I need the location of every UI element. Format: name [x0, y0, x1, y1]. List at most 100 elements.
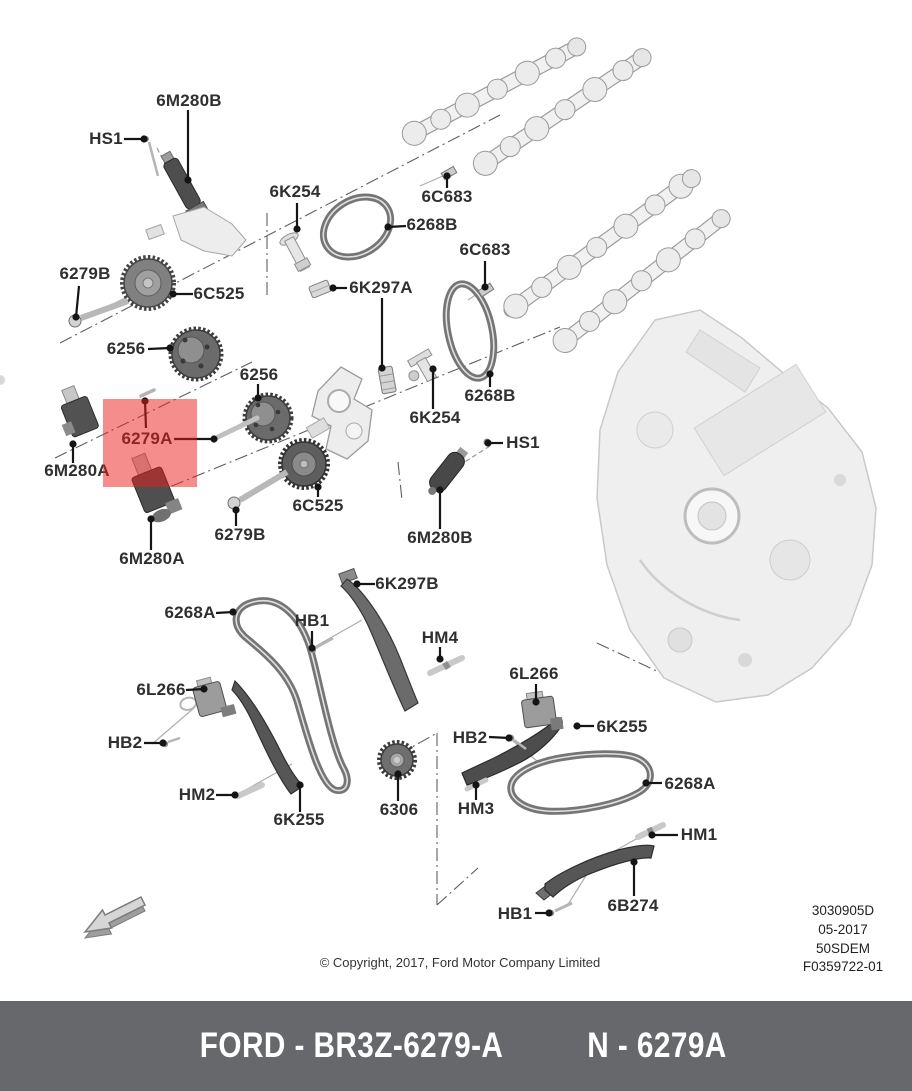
solenoid-6M280A-left — [60, 384, 99, 438]
engine-block-illustration — [0, 309, 877, 703]
part-label-6279b[interactable]: 6279B — [59, 264, 111, 283]
leader-dot — [169, 290, 177, 298]
dowel-pin-HM4 — [427, 655, 465, 676]
part-label-hs1[interactable]: HS1 — [506, 433, 540, 452]
part-label-6k255[interactable]: 6K255 — [596, 717, 648, 736]
leader-dot — [72, 313, 80, 321]
leader-lines-layer — [69, 110, 678, 917]
part-label-6m280b[interactable]: 6M280B — [407, 528, 473, 547]
leader-dot — [573, 722, 581, 730]
leader-dot — [378, 364, 386, 372]
vct-phaser-6256-lower — [242, 392, 294, 444]
part-label-6l266[interactable]: 6L266 — [509, 664, 559, 683]
part-label-hs1[interactable]: HS1 — [89, 129, 123, 148]
leader-dot — [293, 225, 301, 233]
part-label-6m280b[interactable]: 6M280B — [156, 91, 222, 110]
leader-line — [143, 400, 148, 429]
part-label-6m280a[interactable]: 6M280A — [119, 549, 185, 568]
part-label-6256[interactable]: 6256 — [106, 339, 146, 358]
part-label-6k297a[interactable]: 6K297A — [349, 278, 413, 297]
cam-carrier-bracket — [305, 366, 373, 460]
part-label-hb1[interactable]: HB1 — [294, 611, 330, 630]
part-label-6c525[interactable]: 6C525 — [193, 284, 245, 303]
part-label-6306[interactable]: 6306 — [379, 800, 419, 819]
part-label-6c525[interactable]: 6C525 — [292, 496, 344, 515]
dowel-pin-HM2 — [235, 782, 265, 799]
leader-dot — [308, 644, 316, 652]
part-label-hb1[interactable]: HB1 — [497, 904, 533, 923]
leader-dot — [140, 135, 148, 143]
part-label-6268b[interactable]: 6268B — [406, 215, 458, 234]
clip-6K297A-upper — [308, 279, 332, 299]
leader-dot — [296, 781, 304, 789]
chain-tensioner-6L266-right — [521, 690, 564, 731]
part-label-6l266[interactable]: 6L266 — [136, 680, 186, 699]
leader-dot — [472, 781, 480, 789]
part-label-hb2[interactable]: HB2 — [452, 728, 488, 747]
part-label-6256[interactable]: 6256 — [239, 365, 279, 384]
timing-chain-6268B-upper — [319, 193, 395, 261]
timing-chain-6268B-lower — [442, 280, 498, 382]
solenoid-6M280A-bottom — [131, 452, 183, 523]
sprocket-6C525-lower — [278, 438, 330, 490]
solenoid-6M280B-lower — [428, 446, 469, 495]
timing-chain-6268A-left — [232, 597, 351, 795]
leader-dot — [394, 770, 402, 778]
part-number-banner: FORD - BR3Z-6279-A N - 6279A — [0, 1001, 912, 1091]
leader-dot — [314, 483, 322, 491]
bolt-6279B-lower — [227, 469, 289, 510]
part-label-6c683[interactable]: 6C683 — [421, 187, 473, 206]
part-label-6c683[interactable]: 6C683 — [459, 240, 511, 259]
leader-dot — [505, 734, 513, 742]
part-label-hb2[interactable]: HB2 — [107, 733, 143, 752]
leader-dot — [630, 858, 638, 866]
doc-info-line: 50SDEM — [815, 940, 871, 956]
leader-line — [74, 285, 81, 318]
part-label-6268b[interactable]: 6268B — [464, 386, 516, 405]
part-label-hm3[interactable]: HM3 — [457, 799, 495, 818]
part-label-6279a[interactable]: 6279A — [121, 429, 173, 448]
leader-dot — [210, 435, 218, 443]
part-label-6268a[interactable]: 6268A — [664, 774, 716, 793]
leader-dot — [141, 397, 149, 405]
part-label-6279b[interactable]: 6279B — [214, 525, 266, 544]
camshaft-illustration-3 — [503, 169, 701, 319]
sprocket-6C525-upper — [120, 255, 176, 311]
leader-dot — [69, 440, 77, 448]
front-direction-arrow-icon — [83, 895, 147, 939]
chain-guide-6K297B — [338, 567, 419, 712]
leader-dot — [436, 655, 444, 663]
bracket-under-solenoid — [145, 206, 247, 257]
doc-info-line: F0359722-01 — [802, 959, 884, 975]
part-label-hm1[interactable]: HM1 — [680, 825, 718, 844]
part-label-6k297b[interactable]: 6K297B — [375, 574, 439, 593]
part-label-6k254[interactable]: 6K254 — [269, 182, 321, 201]
part-label-6k254[interactable]: 6K254 — [409, 408, 461, 427]
leader-dot — [232, 506, 240, 514]
part-label-6k255[interactable]: 6K255 — [273, 810, 325, 829]
part-label-6m280a[interactable]: 6M280A — [44, 461, 110, 480]
part-label-hm2[interactable]: HM2 — [178, 785, 216, 804]
crank-sprocket-6306 — [377, 740, 417, 780]
leader-dot — [486, 370, 494, 378]
part-label-6268a[interactable]: 6268A — [164, 603, 216, 622]
copyright-text: © Copyright, 2017, Ford Motor Company Li… — [319, 955, 601, 970]
vct-phaser-6256-upper — [168, 326, 224, 382]
leader-dot — [231, 791, 239, 799]
leader-dot — [443, 172, 451, 180]
lash-adjuster-6K254-upper — [279, 232, 312, 273]
banner-oem-part-number: FORD - BR3Z-6279-A — [200, 1026, 504, 1065]
leader-dot — [436, 486, 444, 494]
camshaft-illustration-2 — [472, 48, 652, 176]
leader-dot — [229, 608, 237, 616]
leader-dot — [184, 176, 192, 184]
doc-info-line: 05-2017 — [818, 921, 868, 937]
camshaft-illustration-1 — [401, 37, 587, 146]
leader-dot — [329, 284, 337, 292]
banner-catalog-number: N - 6279A — [586, 1026, 727, 1065]
part-label-hm4[interactable]: HM4 — [421, 628, 459, 647]
part-label-6b274[interactable]: 6B274 — [607, 896, 659, 915]
leader-dot — [353, 580, 361, 588]
